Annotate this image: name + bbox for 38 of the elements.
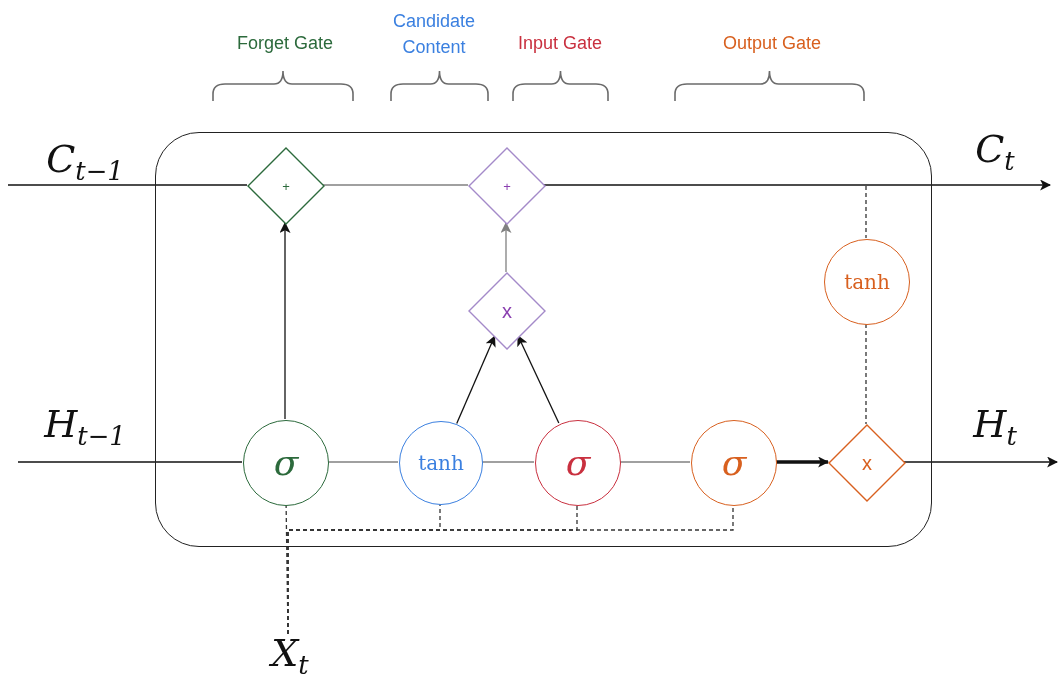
operation-diamond — [469, 273, 545, 349]
operation-diamond — [248, 148, 324, 224]
arrow — [279, 221, 291, 420]
gate-label: Output Gate — [722, 32, 822, 55]
operator-label: + — [282, 179, 290, 193]
arrow — [456, 335, 496, 425]
gate-label: Candidate Content — [391, 10, 477, 60]
arrow — [517, 334, 560, 424]
function-label: σ — [721, 445, 747, 481]
connector-line — [17, 461, 243, 463]
cell-box — [155, 132, 932, 547]
state-label: H$_{t−1}$ — [44, 405, 126, 450]
function-label: tanh — [418, 453, 464, 473]
gate-label: Input Gate — [517, 32, 603, 55]
connector-line — [865, 185, 867, 239]
operation-diamond — [469, 148, 545, 224]
arrow — [776, 456, 830, 468]
connector-line — [619, 461, 691, 463]
function-label: σ — [565, 445, 591, 481]
connector-line — [865, 323, 867, 425]
operator-label: + — [503, 179, 511, 193]
arrow — [543, 179, 1052, 191]
arrow — [500, 221, 512, 273]
connector-line — [327, 461, 399, 463]
function-label: tanh — [844, 272, 890, 292]
gate-label: Forget Gate — [236, 32, 333, 55]
state-label: H$_{t}$ — [973, 405, 1017, 450]
operator-label: x — [502, 301, 512, 321]
function-label: σ — [273, 445, 299, 481]
arrow — [903, 456, 1059, 468]
connector-line — [481, 461, 535, 463]
connector-line — [322, 184, 469, 186]
operation-diamond — [829, 425, 905, 501]
connector-line — [7, 184, 248, 186]
input-label: X$_{t}$ — [255, 634, 325, 678]
operator-label: x — [862, 453, 872, 473]
state-label: C$_{t−1}$ — [46, 140, 124, 185]
state-label: C$_{t}$ — [975, 130, 1015, 175]
